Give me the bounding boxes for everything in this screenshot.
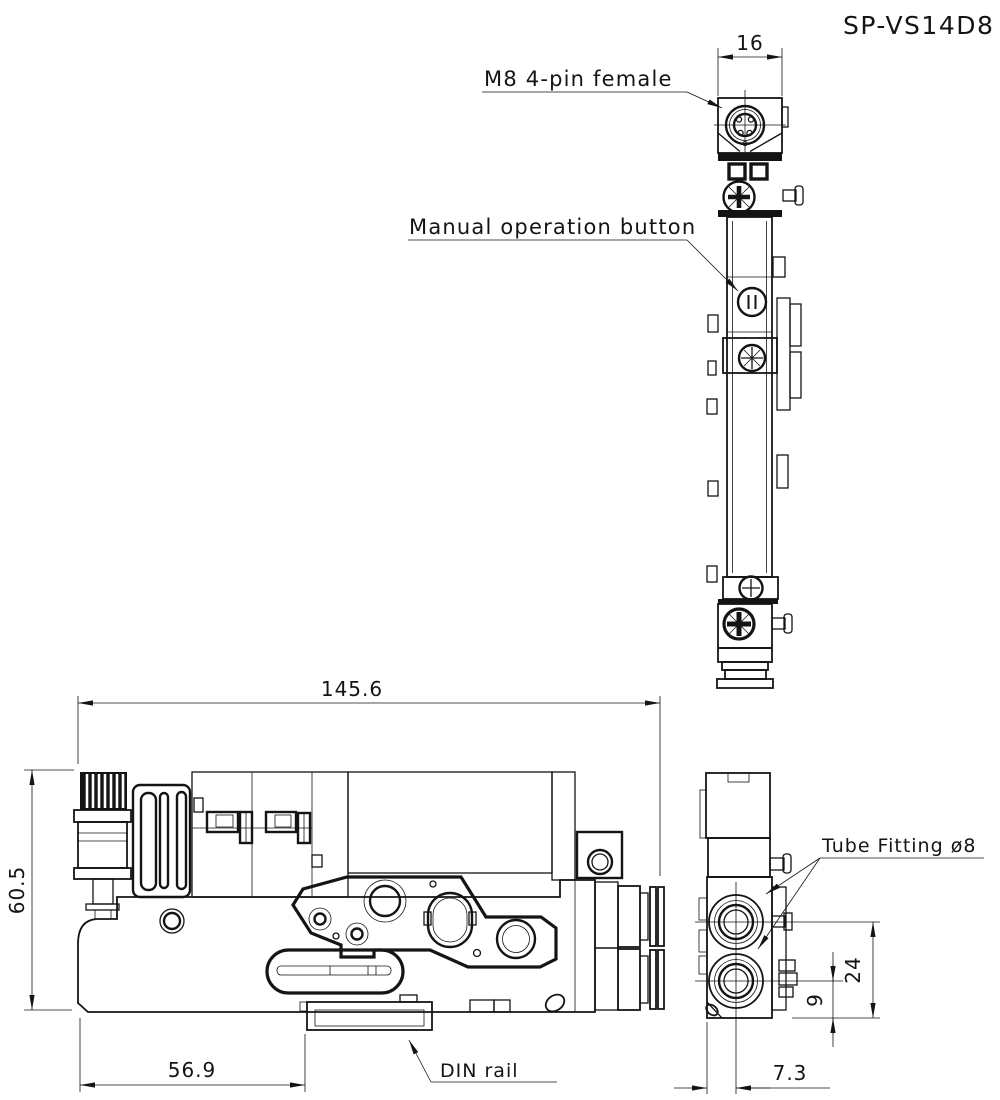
dim-text-9: 9 (803, 993, 827, 1007)
coil-block (707, 837, 771, 878)
drawing-title: SP-VS14D8 (843, 11, 994, 40)
dimension-top-width: 16 (717, 31, 783, 96)
m8-pin (737, 129, 744, 137)
dimension-port-height: 9 (803, 952, 836, 1047)
dimension-din-offset: 56.9 (79, 1018, 306, 1092)
vent-panel (131, 783, 192, 899)
latch-clip (205, 810, 240, 834)
dimension-port-offset: 7.3 (674, 1022, 830, 1094)
vent-slot (139, 791, 158, 892)
front-view: 145.6 60.5 (5, 677, 665, 1092)
mount-bracket (575, 830, 624, 880)
label-tube-fitting: Tube Fitting ø8 (757, 835, 984, 950)
dim-text-56-9: 56.9 (168, 1058, 217, 1082)
side-stud (782, 189, 797, 202)
dim-text-16: 16 (736, 31, 763, 55)
latch-slider (469, 999, 495, 1013)
silencer (265, 948, 405, 995)
label-din-rail: DIN rail (408, 1039, 557, 1083)
manual-operation-button (736, 286, 768, 318)
port-hole (345, 922, 369, 946)
bolt (771, 915, 786, 928)
dim-text-7-3: 7.3 (773, 1061, 808, 1085)
m8-connector-tower (73, 772, 132, 920)
manifold-plate (291, 875, 558, 969)
dim-text-24: 24 (841, 956, 865, 983)
mount-plate (776, 297, 791, 411)
port-hole (363, 879, 407, 923)
label-manual-button: Manual operation button (408, 215, 739, 292)
tube-fitting-circle-upper (708, 894, 764, 950)
din-rail-label-text: DIN rail (440, 1060, 519, 1082)
dim-text-145-6: 145.6 (321, 677, 383, 701)
dimension-overall-width: 145.6 (77, 677, 661, 876)
screw-hole (544, 993, 566, 1013)
side-stud (771, 617, 786, 630)
valve-blocks (191, 771, 576, 898)
solenoid-block (705, 772, 771, 839)
oval-port (426, 891, 474, 949)
vent-slot (175, 790, 188, 891)
led-window (749, 162, 769, 181)
tube-fitting-circle-lower (708, 953, 764, 1009)
m8-pin (735, 116, 743, 123)
m8-connector-circle (724, 104, 766, 146)
m8-pin (747, 116, 755, 123)
label-m8-connector: M8 4-pin female (482, 67, 723, 109)
dimension-overall-height: 60.5 (5, 769, 74, 1011)
pilot-valve-section (718, 153, 804, 217)
tube-fitting-profile-lower (594, 947, 665, 1011)
end-block-section (716, 575, 793, 689)
latch-clip (264, 810, 298, 834)
vent-slot (158, 791, 170, 890)
side-stud (769, 857, 785, 871)
tube-fitting-profile-upper (594, 881, 665, 949)
bottom-fitting (717, 647, 773, 663)
port-hole (308, 907, 332, 931)
dimension-port-spacing: 24 (792, 922, 880, 1019)
valve-body-side (706, 216, 802, 583)
side-view-top: 16 (706, 31, 804, 689)
din-rail-bracket (299, 994, 433, 1031)
m8-pin (746, 129, 753, 137)
port-hole (495, 918, 537, 960)
phillips-screw (737, 343, 767, 373)
tube-fitting-label-text: Tube Fitting ø8 (821, 835, 976, 857)
m8-label-text: M8 4-pin female (484, 67, 673, 91)
manual-button-label-text: Manual operation button (409, 215, 696, 239)
phillips-screw-bold (722, 607, 756, 641)
side-view-ports: 24 9 7.3 Tube Fitting ø8 (674, 772, 984, 1094)
dim-text-60-5: 60.5 (5, 866, 29, 915)
led-window (727, 162, 747, 181)
screw-hole (159, 908, 185, 934)
m8-connector-housing (714, 90, 789, 160)
